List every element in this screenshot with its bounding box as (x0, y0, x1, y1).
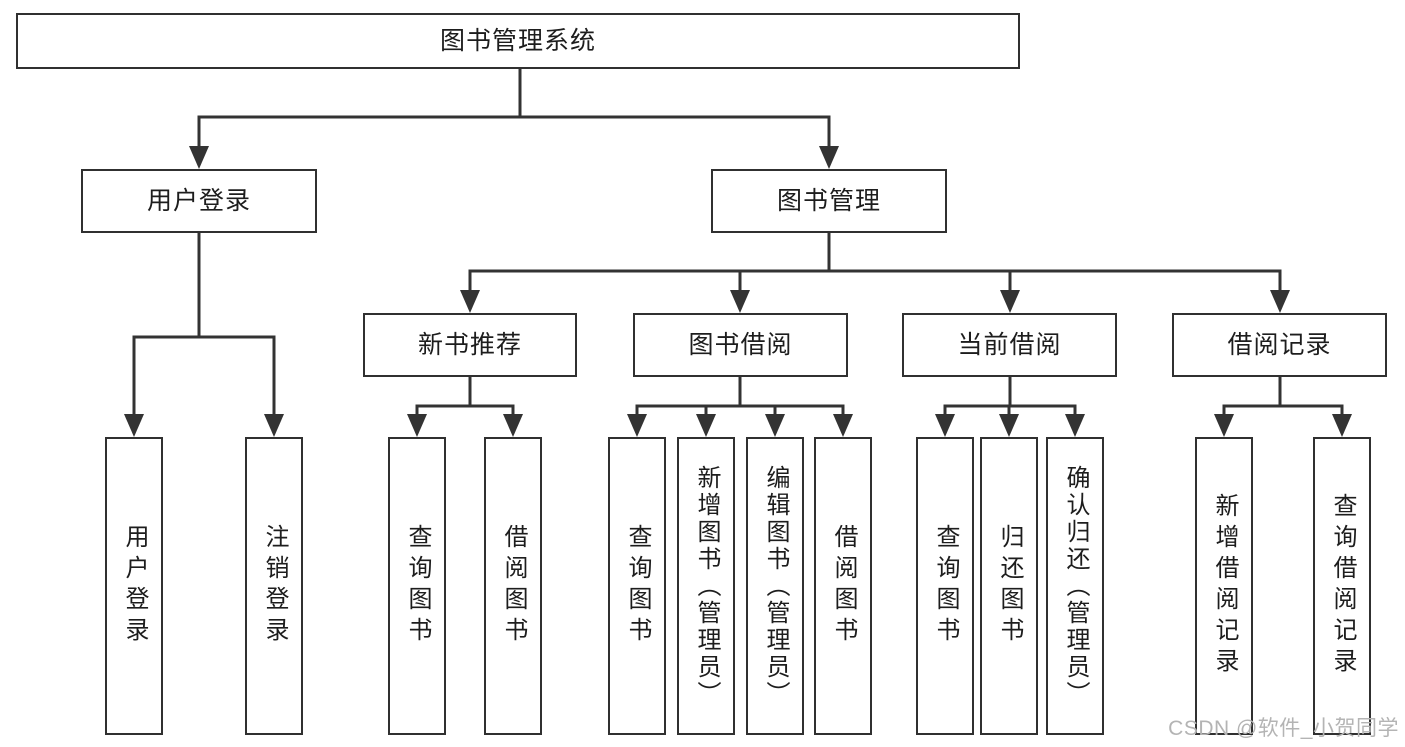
node-label: 借阅记录 (1227, 330, 1332, 359)
node-label: 查询图书 (624, 524, 651, 648)
node-leaf-user-login: 用户登录 (105, 437, 163, 735)
node-leaf-logout: 注销登录 (245, 437, 303, 735)
node-label: 借阅图书 (830, 524, 857, 648)
arrowheads-level4 (124, 414, 1352, 437)
connector-root-to-level2 (197, 69, 831, 152)
node-label: 用户登录 (146, 186, 251, 215)
connector-borrow-children (635, 377, 845, 424)
node-leaf-borrow-books-recommend: 借阅图书 (484, 437, 542, 735)
node-label: 当前借阅 (957, 330, 1062, 359)
node-label: 图书借阅 (688, 330, 793, 359)
arrowheads-level2 (189, 146, 839, 169)
node-leaf-add-borrow-record: 新增借阅记录 (1195, 437, 1253, 735)
node-leaf-query-books-recommend: 查询图书 (388, 437, 446, 735)
node-borrow-records: 借阅记录 (1172, 313, 1387, 377)
node-leaf-edit-books-admin: 编辑图书（管理员） (746, 437, 804, 735)
node-label: 归还图书 (996, 524, 1023, 648)
node-label: 借阅图书 (500, 524, 527, 648)
node-label: 查询图书 (404, 524, 431, 648)
node-label: 新书推荐 (417, 330, 522, 359)
node-label: 图书管理系统 (439, 26, 596, 55)
node-label: 查询借阅记录 (1329, 493, 1356, 679)
node-label: 编辑图书（管理员） (762, 464, 789, 708)
node-user-login: 用户登录 (81, 169, 317, 233)
node-label: 用户登录 (121, 524, 148, 648)
connector-records-children (1222, 377, 1344, 424)
node-leaf-query-books-borrow: 查询图书 (608, 437, 666, 735)
node-label: 注销登录 (261, 524, 288, 648)
node-root-system: 图书管理系统 (16, 13, 1020, 69)
node-leaf-confirm-return-admin: 确认归还（管理员） (1046, 437, 1104, 735)
node-new-book-recommend: 新书推荐 (363, 313, 577, 377)
node-leaf-return-books: 归还图书 (980, 437, 1038, 735)
node-book-borrow: 图书借阅 (633, 313, 848, 377)
node-current-borrow: 当前借阅 (902, 313, 1117, 377)
arrowheads-level3 (460, 290, 1290, 313)
connector-userlogin-children (132, 233, 276, 424)
connector-recommend-children (415, 377, 515, 424)
node-label: 图书管理 (776, 186, 881, 215)
node-leaf-query-borrow-record: 查询借阅记录 (1313, 437, 1371, 735)
node-leaf-query-books-current: 查询图书 (916, 437, 974, 735)
node-label: 新增图书（管理员） (693, 464, 720, 708)
connector-bookmgmt-to-level3 (468, 233, 1282, 297)
node-label: 确认归还（管理员） (1062, 464, 1089, 708)
node-label: 查询图书 (932, 524, 959, 648)
node-leaf-borrow-books: 借阅图书 (814, 437, 872, 735)
csdn-watermark: CSDN @软件_小贺同学 (1168, 717, 1399, 740)
node-book-management: 图书管理 (711, 169, 947, 233)
node-label: 新增借阅记录 (1211, 493, 1238, 679)
node-leaf-add-books-admin: 新增图书（管理员） (677, 437, 735, 735)
